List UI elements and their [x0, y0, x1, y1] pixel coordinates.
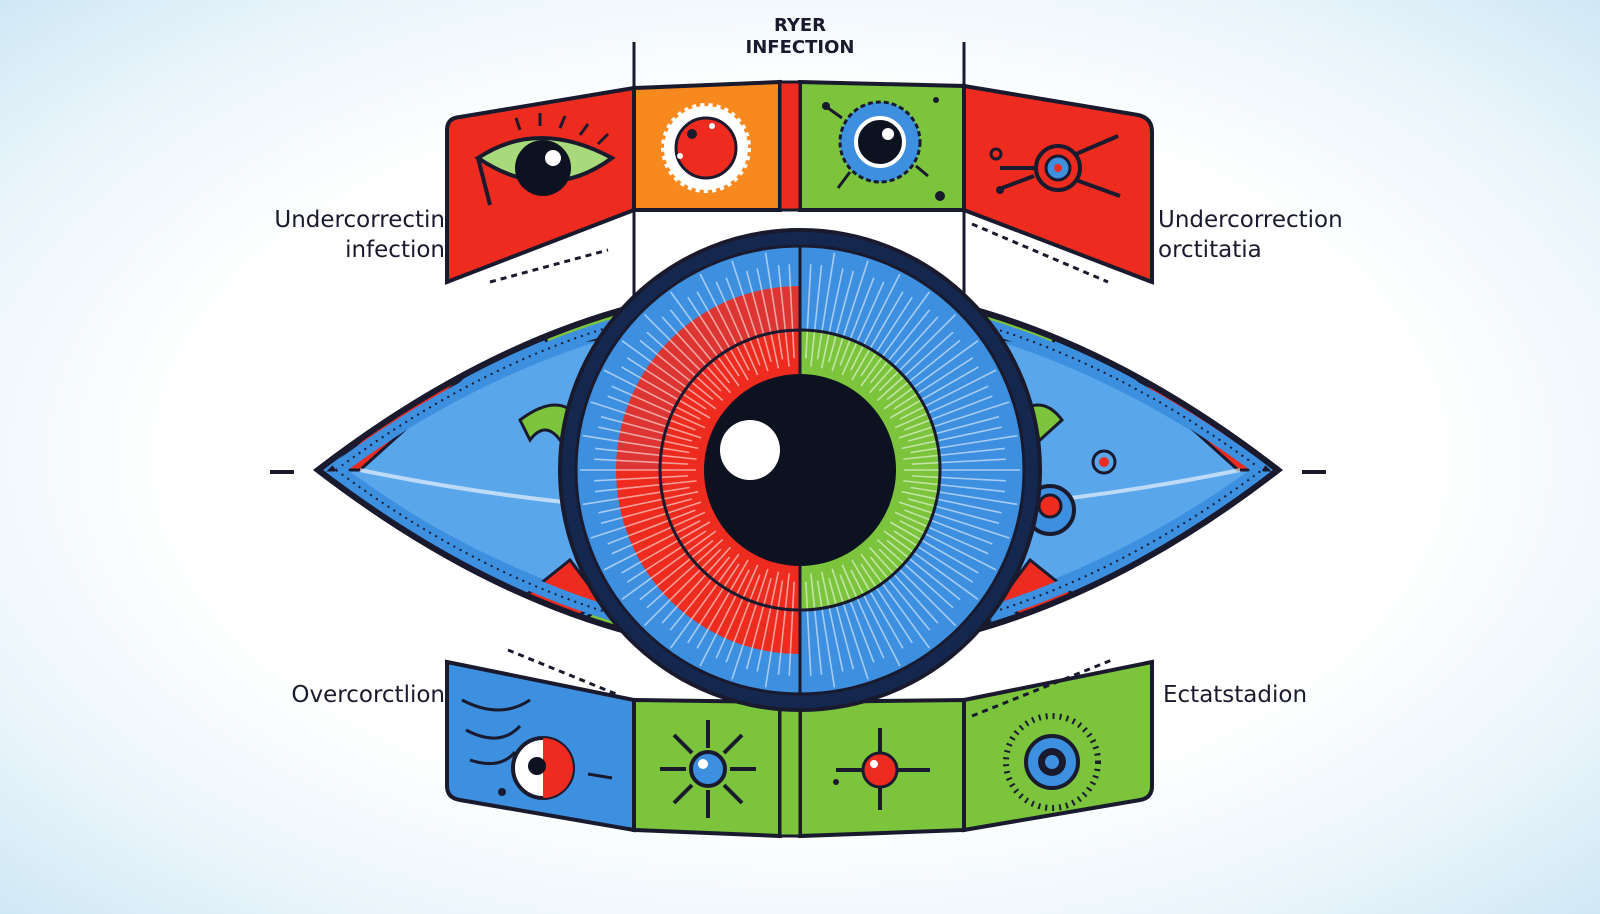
label-upper-right: Undercorrection orctitatia [1158, 205, 1388, 265]
label-lower-left-line-1: Overcorctlion [250, 680, 445, 710]
label-upper-left-line-2: infection [230, 235, 445, 265]
label-top: RYER INFECTION [700, 15, 900, 59]
label-upper-left-line-1: Undercorrectin [230, 205, 445, 235]
label-upper-left: Undercorrectin infection [230, 205, 445, 265]
label-lower-right: Ectatstadion [1163, 680, 1363, 710]
top-center-divider [780, 82, 800, 210]
virus-icon [660, 720, 756, 818]
label-upper-right-line-2: orctitatia [1158, 235, 1388, 265]
spiky-red-cell-icon [664, 106, 748, 190]
label-upper-right-line-1: Undercorrection [1158, 205, 1388, 235]
iris [560, 230, 1040, 710]
label-lower-right-line-1: Ectatstadion [1163, 680, 1363, 710]
label-top-line-2: INFECTION [700, 37, 900, 59]
bottom-center-divider [780, 702, 800, 836]
label-lower-left: Overcorctlion [250, 680, 445, 710]
pupil-highlight [720, 420, 780, 480]
label-top-line-1: RYER [700, 15, 900, 37]
top-panel-4 [964, 86, 1152, 282]
